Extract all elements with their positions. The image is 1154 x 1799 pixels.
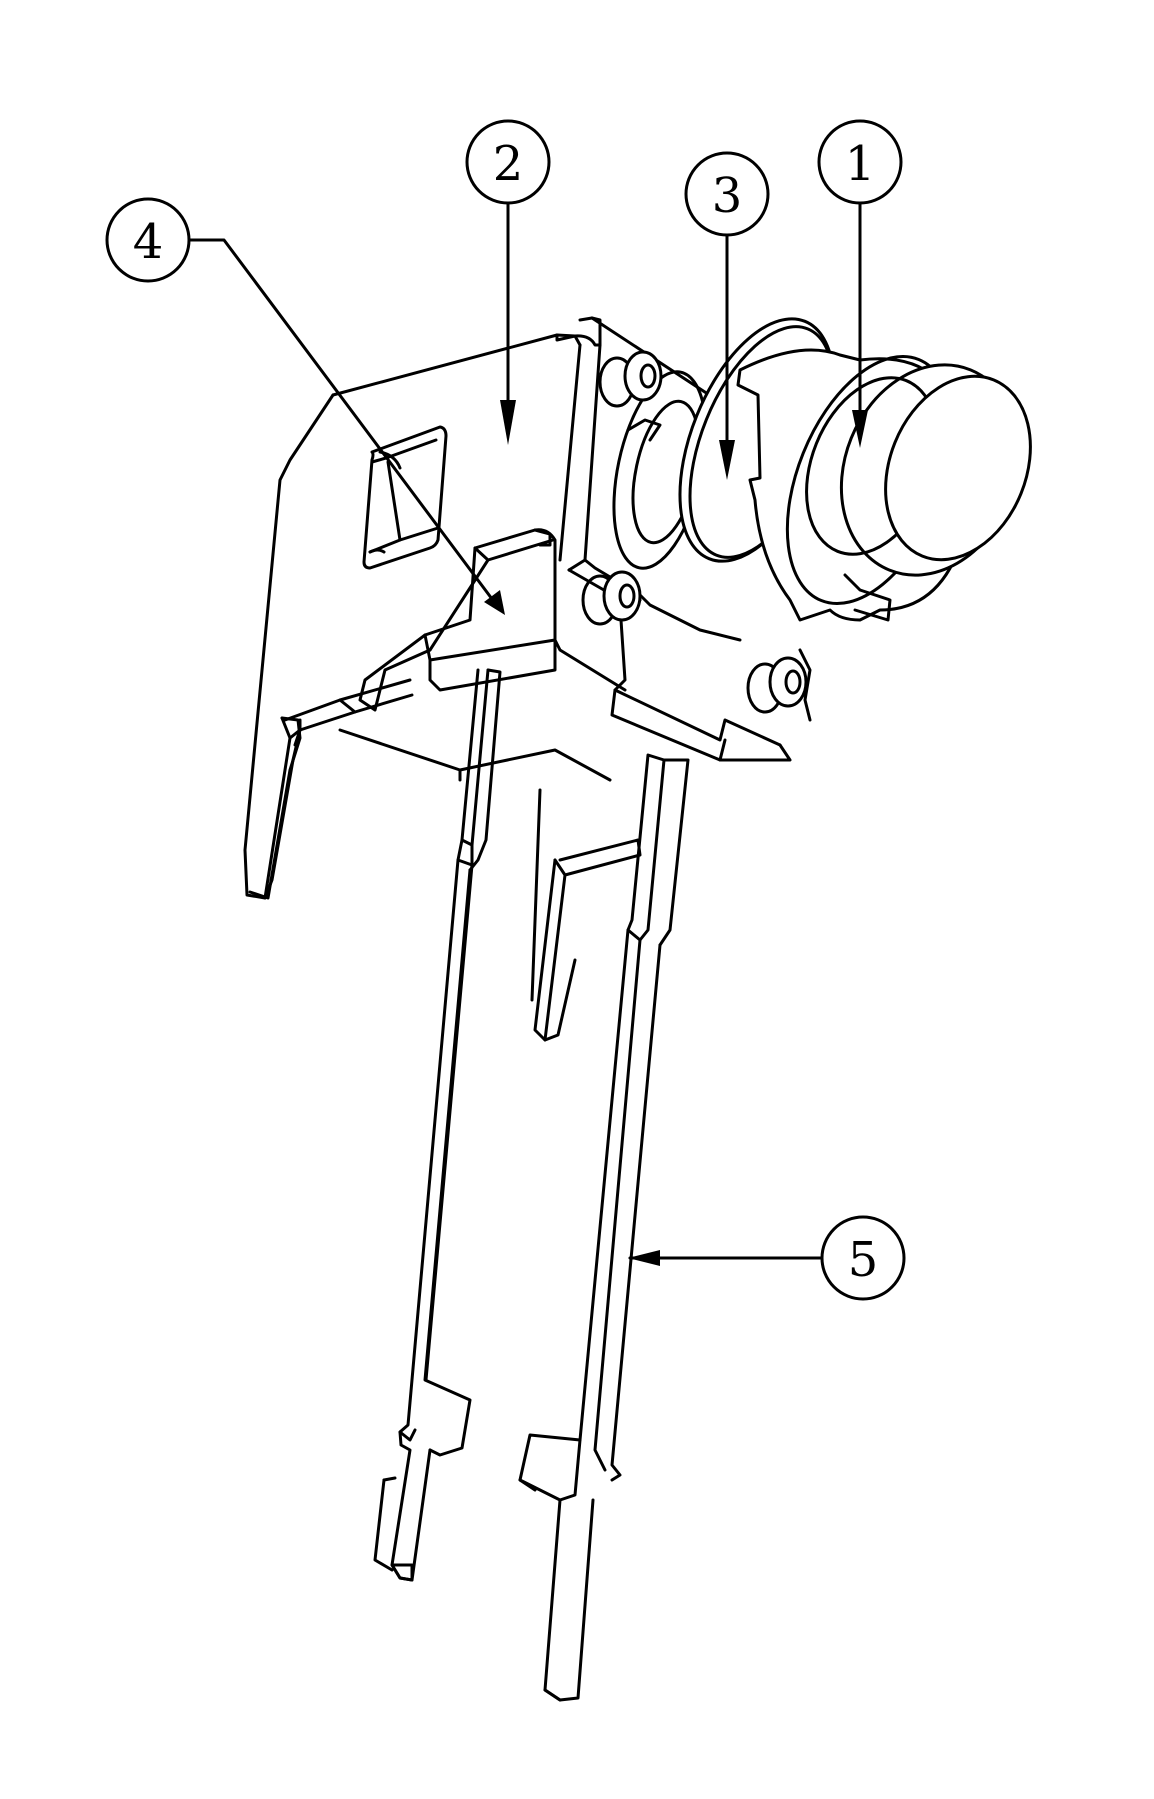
boss-middle xyxy=(581,570,642,626)
callout-3: 3 xyxy=(684,151,770,480)
terminal-pin-right xyxy=(518,753,690,1702)
base-plate xyxy=(338,728,612,782)
rear-bracket-leg xyxy=(530,788,642,1042)
callout-label-2: 2 xyxy=(493,136,524,192)
callout-4: 4 xyxy=(105,197,505,615)
boss-bottom xyxy=(746,656,808,714)
callout-label-5: 5 xyxy=(848,1232,879,1288)
side-bracket-plate xyxy=(243,333,582,900)
callout-2: 2 xyxy=(465,119,551,445)
button-assembly xyxy=(678,317,1032,622)
callout-label-4: 4 xyxy=(133,214,164,270)
callout-1: 1 xyxy=(817,119,903,448)
bracket-slot xyxy=(362,425,448,570)
boss-top xyxy=(598,350,663,408)
mounting-bosses xyxy=(581,350,808,714)
callout-label-3: 3 xyxy=(712,168,743,224)
callout-5: 5 xyxy=(628,1215,906,1301)
terminal-pin-left xyxy=(373,668,502,1582)
callout-label-1: 1 xyxy=(845,136,876,192)
